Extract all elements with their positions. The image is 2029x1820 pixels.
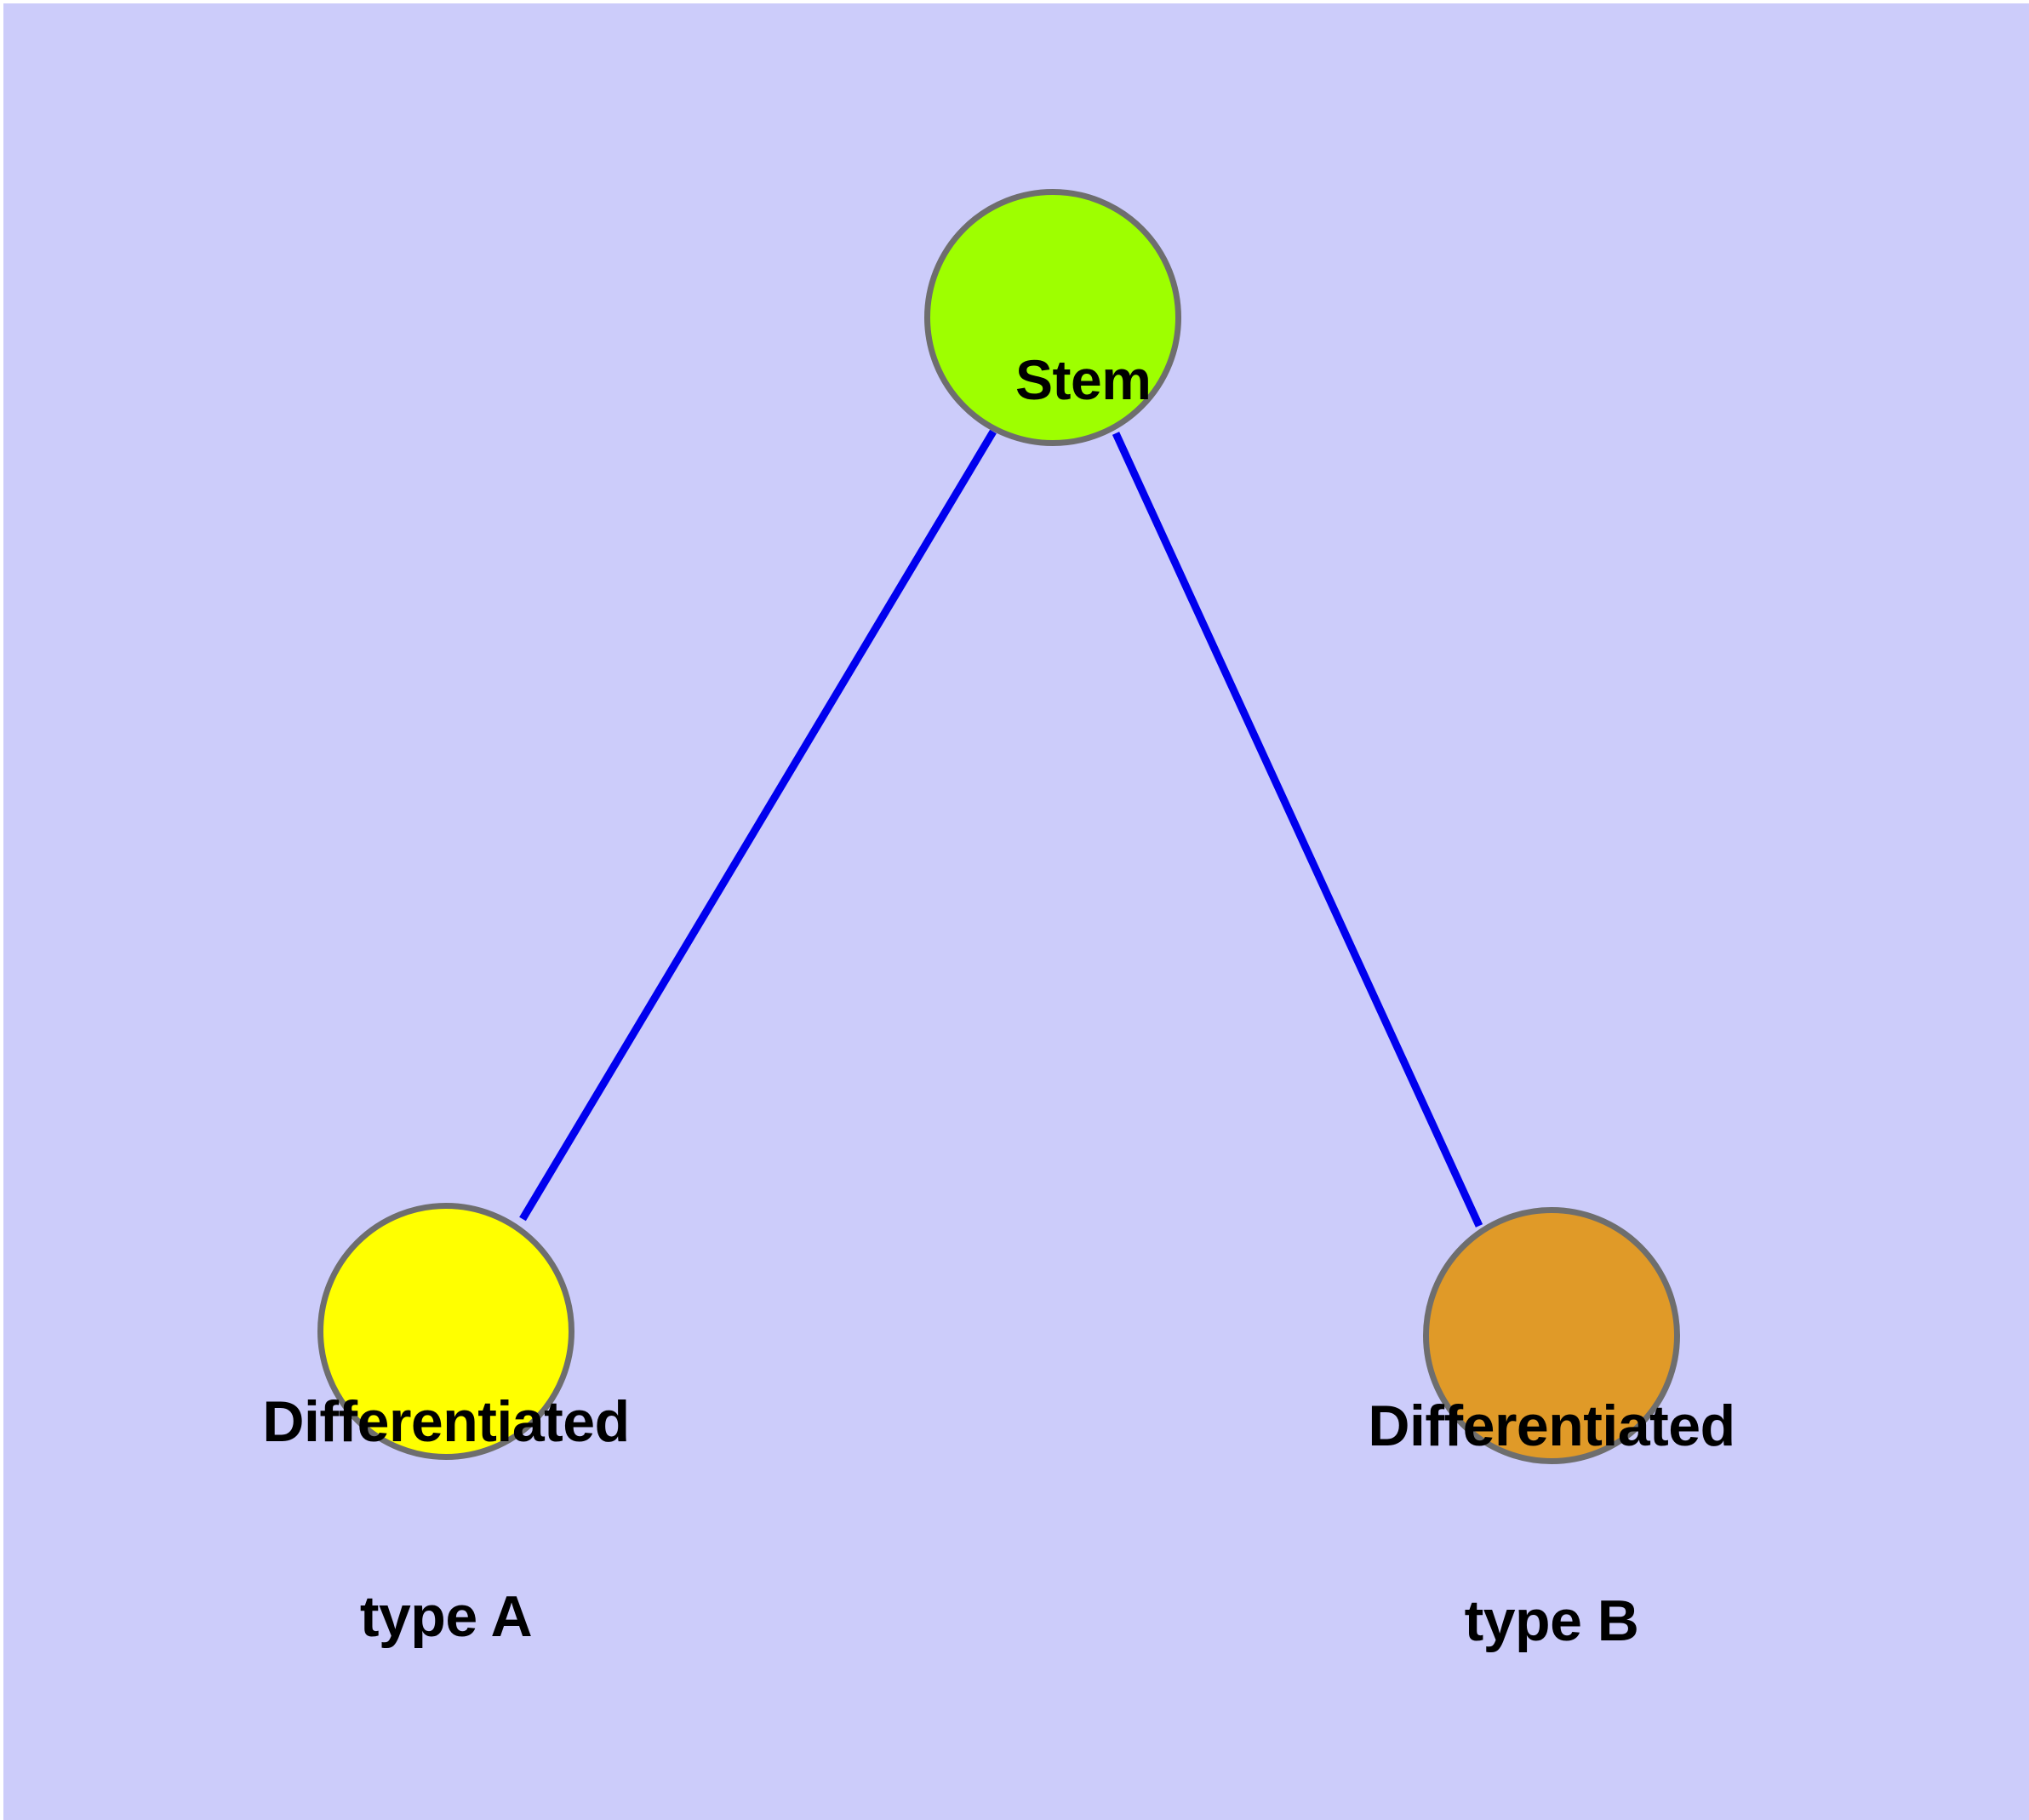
node-label-differentiated-type-b-line2: type B [1464,1588,1639,1653]
node-label-differentiated-type-a-line2: type A [359,1583,533,1649]
node-label-differentiated-type-a-line1: Differentiated [262,1389,630,1455]
node-differentiated-type-a[interactable] [317,1203,574,1460]
edge-stem-to-differentiated-type-b [1112,432,1483,1228]
edge-stem-to-differentiated-type-a [519,429,997,1222]
node-label-stem: Stem [627,286,1478,475]
node-label-stem-text: Stem [1014,347,1152,411]
node-stem[interactable] [924,189,1181,446]
node-label-differentiated-type-b-line1: Differentiated [1368,1394,1735,1459]
node-differentiated-type-b[interactable] [1423,1207,1680,1464]
node-label-differentiated-type-a: Differentiated type A [20,1260,872,1778]
node-label-differentiated-type-b: Differentiated type B [1126,1264,1977,1783]
